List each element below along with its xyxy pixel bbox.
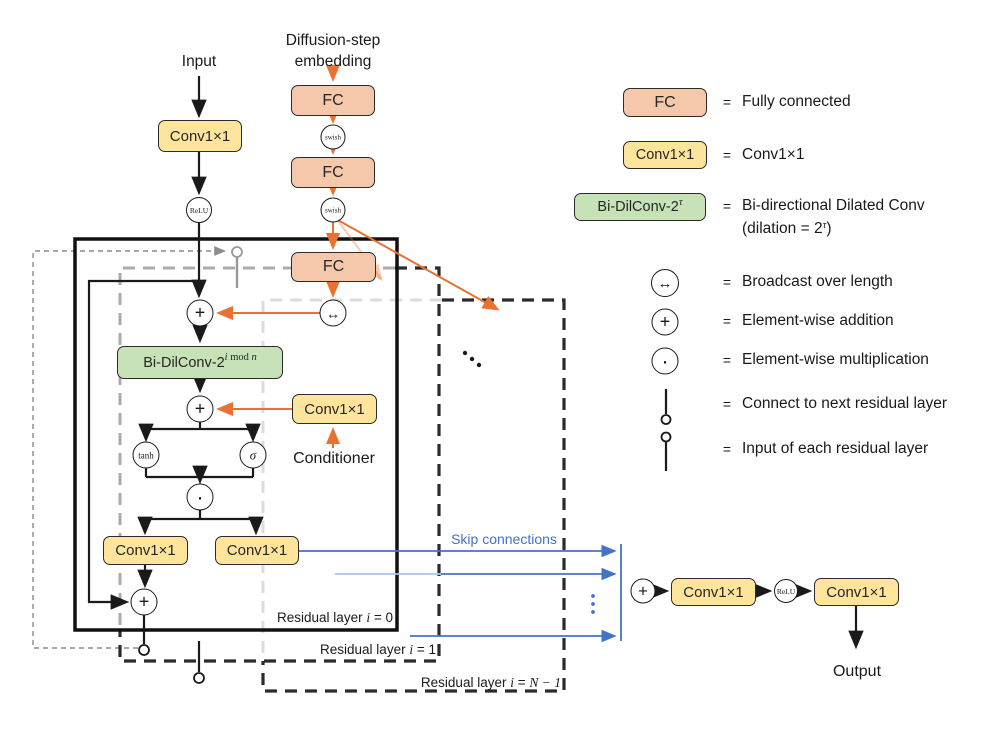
- legend-input-label: Input of each residual layer: [742, 440, 929, 457]
- legend-broadcast-label: Broadcast over length: [742, 273, 893, 290]
- legend-fc-eq: =: [722, 94, 732, 110]
- input-label: Input: [181, 53, 217, 70]
- multiply-node: ·: [186, 483, 214, 511]
- residual-layer-1-label: Residual layer i = 1: [320, 642, 436, 658]
- legend-bidil-sup: τ: [678, 196, 683, 208]
- legend-bidil-base: Bi-DilConv-2: [597, 199, 679, 215]
- residual-box-n-hidden: [261, 298, 442, 661]
- swish-node-1: swish: [320, 124, 346, 150]
- legend-bidil-label2-sup: τ: [822, 220, 827, 231]
- more-layers-dots: [462, 350, 482, 368]
- plus-node-3: +: [130, 588, 158, 616]
- input-conv1x1-box: Conv1×1: [158, 120, 242, 152]
- legend-connector-glyphs: [660, 389, 672, 471]
- output-label: Output: [832, 663, 882, 680]
- skip-connection-lines: [298, 544, 622, 643]
- conditioner-conv1x1-box: Conv1×1: [292, 394, 377, 424]
- residual-layer-1-suffix: = 1: [413, 642, 436, 657]
- fc-box-3: FC: [291, 252, 376, 282]
- legend-connect-eq: =: [722, 396, 732, 412]
- orange-flow-lines: [216, 65, 500, 448]
- legend-bidil-label2-pre: (dilation = 2: [742, 220, 823, 237]
- residual-layer-n-eq: =: [513, 675, 530, 690]
- bidilconv-sup-mod: mod: [227, 352, 252, 363]
- relu-node: ReLU: [186, 197, 212, 223]
- residual-layer-n-prefix: Residual layer: [420, 675, 511, 690]
- legend-input-eq: =: [722, 441, 732, 457]
- legend-mult-label: Element-wise multiplication: [742, 351, 929, 368]
- residual-box-n: [261, 298, 566, 693]
- legend-bidil-label2: (dilation = 2τ): [742, 220, 832, 238]
- layer1-output-node: [193, 672, 205, 684]
- sigma-node: σ: [239, 441, 267, 469]
- residual-conv1x1-box: Conv1×1: [103, 536, 188, 565]
- legend-broadcast-eq: =: [722, 274, 732, 290]
- residual-box-0: [73, 237, 399, 632]
- legend-fc-box: FC: [623, 88, 707, 117]
- legend-conv-label: Conv1×1: [742, 146, 805, 163]
- output-conv1x1-box-1: Conv1×1: [671, 578, 756, 606]
- legend-broadcast-node: ↔: [651, 269, 679, 297]
- legend-bidil-label2-post: ): [826, 220, 832, 237]
- output-conv1x1-box-2: Conv1×1: [814, 578, 899, 606]
- skip-connections-label: Skip connections: [451, 531, 557, 547]
- residual-layer-n-expr: N − 1: [529, 675, 561, 690]
- residual-layer-n-label: Residual layer i = N − 1: [421, 675, 561, 691]
- residual-layer-0-suffix: = 0: [370, 610, 393, 625]
- output-relu-node: ReLU: [774, 579, 798, 603]
- broadcast-node: ↔: [319, 299, 347, 327]
- legend-mult-node: ·: [651, 347, 679, 375]
- legend-connect-label: Connect to next residual layer: [742, 395, 948, 412]
- swish-node-2: swish: [320, 197, 346, 223]
- legend-plus-eq: =: [722, 313, 732, 329]
- plus-node-1: +: [186, 299, 214, 327]
- output-sum-node: +: [630, 578, 656, 604]
- black-flow-lines: [87, 76, 864, 672]
- legend-mult-eq: =: [722, 352, 732, 368]
- next-layer-input-node-gray: [231, 246, 243, 258]
- residual-layer-n-var: i: [510, 675, 514, 690]
- residual-layer-1-var: i: [409, 642, 414, 657]
- tanh-node: tanh: [132, 441, 160, 469]
- legend-conv-box: Conv1×1: [623, 141, 707, 169]
- diffusion-embedding-label: Diffusion-step embedding: [286, 30, 380, 72]
- legend-conv-eq: =: [722, 147, 732, 163]
- fc-box-2: FC: [291, 157, 375, 188]
- conditioner-label: Conditioner: [293, 450, 375, 467]
- residual-box-1: [118, 266, 441, 663]
- residual-layer-0-label: Residual layer i = 0: [277, 610, 393, 626]
- diffusion-embedding-line1: Diffusion-step: [285, 32, 381, 49]
- residual-layer-0-var: i: [366, 610, 371, 625]
- residual-layer-0-prefix: Residual layer: [277, 610, 367, 625]
- skip-conv1x1-box: Conv1×1: [215, 536, 299, 565]
- bidilconv-label-base: Bi-DilConv-2: [143, 354, 225, 371]
- plus-node-2: +: [186, 395, 214, 423]
- layer0-output-node: [138, 644, 150, 656]
- feedback-loop-dashed: [32, 246, 227, 649]
- legend-plus-label: Element-wise addition: [742, 312, 894, 329]
- bidilconv-sup-n: n: [251, 352, 257, 363]
- residual-layer-1-prefix: Residual layer: [320, 642, 410, 657]
- legend-plus-node: +: [651, 308, 679, 336]
- legend-fc-label: Fully connected: [742, 93, 851, 110]
- diffusion-embedding-line2: embedding: [294, 53, 372, 70]
- legend-bidil-eq: =: [722, 198, 732, 214]
- legend-bidil-label: Bi-directional Dilated Conv: [742, 197, 925, 214]
- bidilconv-sup-i: i: [224, 352, 228, 363]
- fc-box-1: FC: [291, 85, 375, 116]
